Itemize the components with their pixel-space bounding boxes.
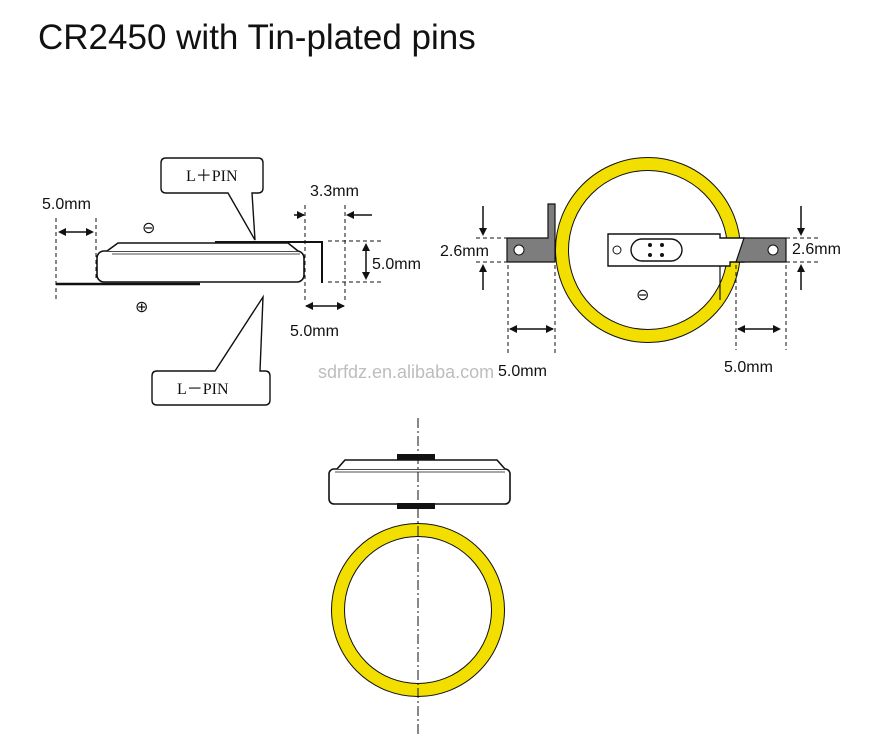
dim-top-right-width: 2.6mm [792, 241, 841, 258]
battery-body [96, 250, 305, 283]
dim-top-left-offset: 5.0mm [498, 363, 547, 380]
arrow-head [86, 228, 94, 236]
dim-top-right-offset: 5.0mm [724, 359, 773, 376]
small-bottom-pin [397, 503, 435, 509]
dim-height: 5.0mm [372, 256, 421, 273]
page-title: CR2450 with Tin-plated pins [38, 18, 476, 57]
battery-top-cap [106, 242, 299, 252]
dim-left-offset: 5.0mm [42, 196, 91, 213]
callout-pos-pin [160, 157, 264, 241]
arrow-head [297, 211, 305, 219]
callout-neg-pin-label: L－PIN [177, 381, 229, 398]
arrow-head [346, 211, 354, 219]
arrow-head [362, 243, 370, 251]
arrow-head [362, 272, 370, 280]
left-tab [506, 203, 556, 263]
bottom-views [328, 418, 511, 737]
positive-pin [215, 241, 323, 283]
dim-bottom-offset: 5.0mm [290, 323, 339, 340]
negative-symbol: ⊖ [142, 220, 155, 237]
dim-top-left-width: 2.6mm [440, 243, 489, 260]
watermark: sdrfdz.en.alibaba.com [318, 362, 494, 382]
arrow-head [58, 228, 66, 236]
dim-top-gap: 3.3mm [310, 183, 359, 200]
top-view: ⊖ 2.6mm 2.6mm 5.0mm 5.0mm sdrfdz.en.alib… [318, 157, 841, 382]
side-view: 5.0mm ⊖ ⊕ 3.3mm 5.0mm 5.0mm L＋PIN [42, 157, 421, 406]
positive-symbol: ⊕ [135, 299, 148, 316]
arrow-head [305, 302, 313, 310]
callout-pos-pin-label: L＋PIN [186, 168, 238, 185]
callout-neg-pin [151, 294, 271, 406]
arrow-head [337, 302, 345, 310]
small-top-pin [397, 454, 435, 460]
small-battery-body [328, 468, 511, 505]
negative-symbol-top: ⊖ [636, 287, 649, 304]
